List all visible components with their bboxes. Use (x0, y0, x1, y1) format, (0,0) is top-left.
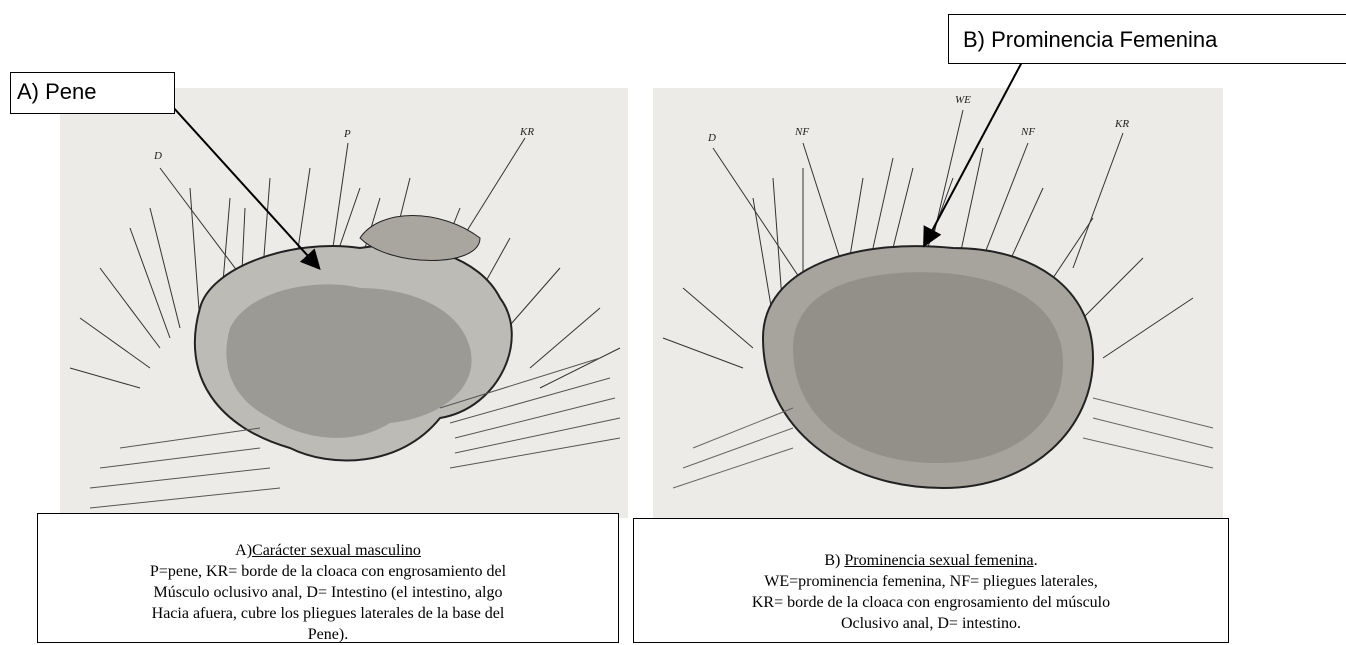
caption-line: WE=prominencia femenina, NF= pliegues la… (634, 571, 1228, 592)
label-we: WE (955, 94, 971, 106)
callout-prominencia-femenina: B) Prominencia Femenina (948, 14, 1346, 64)
caption-line: KR= borde de la cloaca con engrosamiento… (634, 592, 1228, 613)
caption-title: B) Prominencia sexual femenina. (634, 550, 1228, 571)
label-d: D (154, 150, 162, 162)
caption-line: P=pene, KR= borde de la cloaca con engro… (38, 561, 618, 582)
label-nf-left: NF (795, 126, 809, 138)
caption-female: B) Prominencia sexual femenina. WE=promi… (633, 518, 1229, 643)
label-p: P (344, 128, 351, 140)
caption-title-text: Carácter sexual masculino (252, 542, 421, 559)
label-kr: KR (520, 126, 534, 138)
label-nf-right: NF (1021, 126, 1035, 138)
caption-title: A)Carácter sexual masculino (38, 540, 618, 561)
label-kr: KR (1115, 118, 1129, 130)
caption-title-text: Prominencia sexual femenina (844, 552, 1033, 569)
female-cloaca-sketch (653, 88, 1223, 520)
caption-line: Pene). (38, 624, 618, 645)
drawing-male: D P KR (60, 88, 628, 518)
drawing-female: D WE NF NF KR (653, 88, 1223, 520)
caption-prefix: A) (235, 542, 252, 559)
caption-line: Hacia afuera, cubre los pliegues lateral… (38, 603, 618, 624)
male-cloaca-sketch (60, 88, 628, 518)
caption-line: Músculo oclusivo anal, D= Intestino (el … (38, 582, 618, 603)
caption-title-suffix: . (1034, 552, 1038, 569)
callout-pene: A) Pene (10, 72, 175, 114)
caption-prefix: B) (824, 552, 840, 569)
caption-line: Oclusivo anal, D= intestino. (634, 613, 1228, 634)
label-d: D (708, 132, 716, 144)
caption-male: A)Carácter sexual masculino P=pene, KR= … (37, 513, 619, 643)
